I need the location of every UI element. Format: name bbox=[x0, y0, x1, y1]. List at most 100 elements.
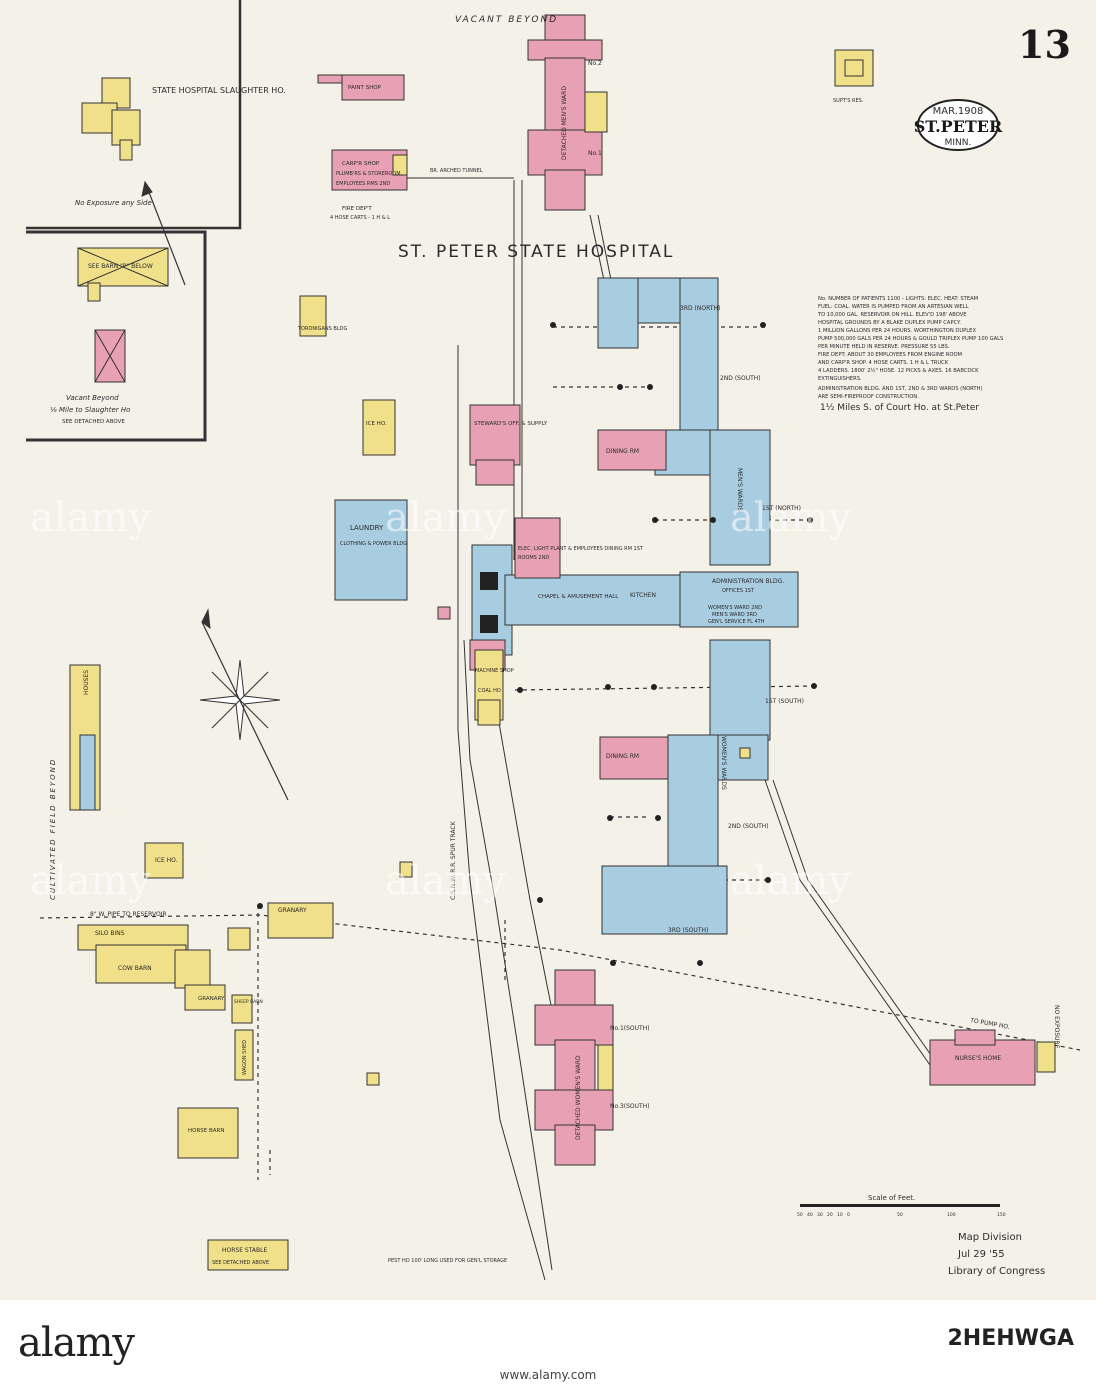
carp-shop-label: CARP'R SHOP bbox=[342, 161, 380, 167]
compass-rose bbox=[199, 608, 289, 801]
scale-tick-label: 50 bbox=[897, 1212, 903, 1218]
stamp-line: Jul 29 '55 bbox=[957, 1249, 1005, 1260]
ward-3rd-south: 3RD (SOUTH) bbox=[668, 927, 708, 934]
loc-stamp: Map Division Jul 29 '55 Library of Congr… bbox=[948, 1232, 1045, 1277]
paint-shop-label: PAINT SHOP bbox=[348, 85, 382, 91]
inset-exposure: No Exposure any Side bbox=[75, 199, 152, 207]
admin-label-3: WOMEN'S WARD 2ND bbox=[708, 605, 762, 611]
note-line: TO 10,000 GAL. RESERVOIR ON HILL. ELEV'D… bbox=[817, 312, 967, 318]
silo-label: SILO BINS bbox=[95, 930, 125, 937]
town-oval bbox=[917, 99, 999, 151]
fire-dept-label-2: 4 HOSE CARTS - 1 H & L bbox=[330, 215, 390, 221]
side-right-label: NO EXPOSURE bbox=[1053, 1005, 1060, 1049]
south-ward-3: No.3(SOUTH) bbox=[610, 1103, 650, 1110]
sheet-number: 13 bbox=[1018, 22, 1071, 67]
stamp-line: Library of Congress bbox=[948, 1266, 1045, 1277]
scale-tick-label: 30 bbox=[817, 1212, 823, 1218]
footer-bar bbox=[0, 1300, 1096, 1390]
chimney bbox=[480, 572, 498, 633]
inset-title: STATE HOSPITAL SLAUGHTER HO. bbox=[152, 86, 286, 95]
ward-2nd-south-top: 2ND (SOUTH) bbox=[720, 375, 761, 382]
sanborn-map: 13 MAR.1908 ST.PETER MINN. ST. PETER STA… bbox=[26, 0, 1081, 1281]
laundry-label-2: CLOTHING & POWER BLDG bbox=[340, 541, 407, 547]
scale-tick-label: 0 bbox=[847, 1212, 850, 1218]
image-id: 2HEHWGA bbox=[947, 1326, 1074, 1351]
carp-shop-label-3: EMPLOYEES RMS 2ND bbox=[336, 181, 390, 187]
note-line: PER MINUTE HELD IN RESERVE. PRESSURE 55 … bbox=[818, 344, 950, 350]
side-left-label: CULTIVATED FIELD BEYOND bbox=[49, 758, 57, 900]
notes-block: No. NUMBER OF PATIENTS 1100 - LIGHTS: EL… bbox=[817, 296, 1003, 400]
pest-ho-label: PEST HO 100' LONG USED FOR GEN'L STORAGE bbox=[388, 1258, 507, 1264]
scale-tick-label: 40 bbox=[807, 1212, 813, 1218]
stamp-line: Map Division bbox=[958, 1232, 1022, 1243]
admin-label-2: OFFICES 1ST bbox=[722, 588, 755, 594]
ice-ho-top-label: ICE HO. bbox=[366, 421, 387, 427]
note-line: ARE SEMI-FIREPROOF CONSTRUCTION. bbox=[818, 394, 919, 400]
fire-dept-label: FIRE DEP'T bbox=[342, 206, 372, 212]
note-line: HOSPITAL GROUNDS BY A BLAKE DUPLEX PUMP … bbox=[818, 320, 961, 326]
location-note: 1½ Miles S. of Court Ho. at St.Peter bbox=[820, 403, 979, 413]
footer-url[interactable]: www.alamy.com bbox=[499, 1368, 597, 1382]
detached-womens-label: DETACHED WOMEN'S WARD bbox=[575, 1055, 582, 1140]
admin-label-4: MEN'S WARD 3RD bbox=[712, 612, 757, 618]
scale-tick-label: 10 bbox=[837, 1212, 843, 1218]
wagon-shed-label: WAGON SHED bbox=[242, 1040, 248, 1075]
town-name: ST.PETER bbox=[914, 117, 1003, 136]
elec-plant-label: ELEC. LIGHT PLANT & EMPLOYEES DINING RM … bbox=[518, 546, 644, 552]
kitchen-label: KITCHEN bbox=[630, 592, 656, 599]
track-label: C.S.N.W. R.R. SPUR TRACK bbox=[450, 820, 457, 900]
south-ward-1: No.1(SOUTH) bbox=[610, 1025, 650, 1032]
note-line: ADMINISTRATION BLDG. AND 1ST, 2ND & 3RD … bbox=[818, 386, 982, 392]
admin-label: ADMINISTRATION BLDG. bbox=[712, 578, 784, 585]
laundry-label: LAUNDRY bbox=[350, 524, 384, 532]
hydrants bbox=[257, 322, 817, 966]
supts-res-label: SUPT'S RES. bbox=[833, 98, 864, 104]
stewards-label: STEWARD'S OFF. & SUPPLY bbox=[474, 421, 548, 427]
footer-logo[interactable]: alamy bbox=[18, 1320, 135, 1366]
elec-plant-label-2: ROOMS 2ND bbox=[518, 555, 549, 561]
sheep-barn-label: SHEEP BARN bbox=[234, 999, 263, 1005]
tunnel-label: BR. ARCHED TUNNEL bbox=[430, 168, 483, 174]
horse-stable-label-2: SEE DETACHED ABOVE bbox=[212, 1260, 269, 1266]
horse-barn-label: HORSE BARN bbox=[188, 1128, 224, 1134]
rail-track bbox=[405, 177, 939, 1281]
scale-tick-label: 50 bbox=[797, 1212, 803, 1218]
cow-barn-see: SEE BARN "P" BELOW bbox=[88, 263, 153, 270]
note-line: AND CARP'R SHOP. 4 HOSE CARTS. 1 H & L T… bbox=[818, 360, 949, 366]
toilet-bldg-label: TORONIGANS BLDG bbox=[297, 326, 347, 332]
nurses-home bbox=[929, 1029, 1036, 1086]
inset-compass bbox=[141, 180, 186, 286]
slaughter-house-buildings bbox=[77, 77, 169, 383]
ward-1st-south: 1ST (SOUTH) bbox=[765, 698, 804, 705]
inset-see: SEE DETACHED ABOVE bbox=[62, 419, 125, 425]
laundry bbox=[79, 499, 408, 811]
map-title: ST. PETER STATE HOSPITAL bbox=[398, 242, 674, 262]
pipe-label: 8" W. PIPE TO RESERVOIR bbox=[90, 911, 167, 918]
detached-womens-ward bbox=[534, 969, 614, 1166]
note-line: FUEL: COAL. WATER IS PUMPED FROM AN ARTE… bbox=[818, 304, 969, 310]
water-tower bbox=[437, 606, 451, 620]
inset-distance: ⅛ Mile to Slaughter Ho bbox=[50, 406, 130, 414]
scale-label: Scale of Feet. bbox=[868, 1194, 915, 1202]
note-line: No. NUMBER OF PATIENTS 1100 - LIGHTS: EL… bbox=[818, 296, 978, 302]
top-label: VACANT BEYOND bbox=[455, 15, 558, 25]
dining-bottom-label: DINING RM bbox=[606, 753, 639, 760]
mens-wards-label: MEN'S WARDS bbox=[736, 468, 743, 511]
chapel-label: CHAPEL & AMUSEMENT HALL bbox=[538, 594, 619, 600]
detached-mens-ward bbox=[527, 14, 608, 211]
machine-shop-label: MACHINE SHOP bbox=[475, 668, 514, 674]
ward-3rd-north: 3RD (NORTH) bbox=[680, 305, 720, 312]
inset-vacant: Vacant Beyond bbox=[66, 394, 119, 402]
admin-label-5: GEN'L SERVICE FL 4TH bbox=[708, 619, 765, 625]
main-hospital-complex bbox=[471, 277, 799, 935]
north-ward-2: No.2 bbox=[588, 60, 602, 67]
note-line: FIRE DEPT: ABOUT 30 EMPLOYEES FROM ENGIN… bbox=[818, 352, 962, 358]
scale-tick-label: 150 bbox=[997, 1212, 1006, 1218]
granary-label: GRANARY bbox=[278, 907, 307, 914]
scale-tick-label: 20 bbox=[827, 1212, 833, 1218]
granary2-label: GRANARY bbox=[198, 996, 225, 1002]
cow-barn-label: COW BARN bbox=[118, 965, 152, 972]
note-line: EXTINGUISHERS. bbox=[818, 376, 862, 382]
ward-2nd-south: 2ND (SOUTH) bbox=[728, 823, 769, 830]
map-date: MAR.1908 bbox=[933, 106, 984, 117]
